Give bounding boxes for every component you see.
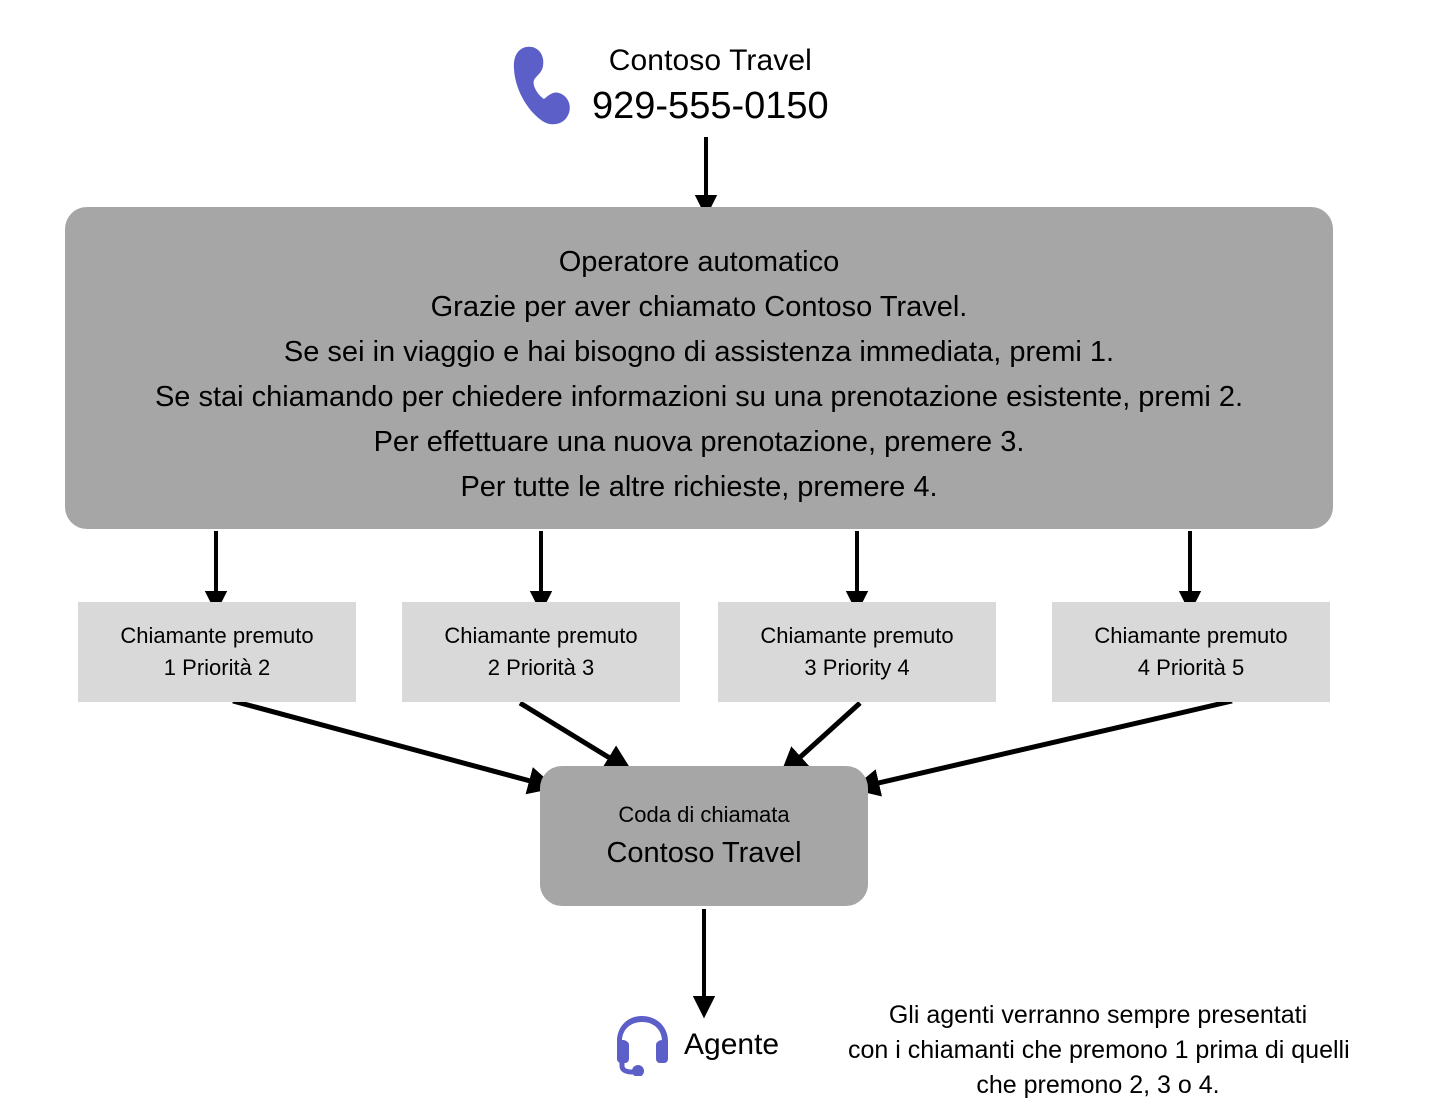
arrow-option-3-to-queue — [779, 701, 862, 776]
caller-node: Contoso Travel 929-555-0150 — [512, 38, 932, 148]
option-box-caller-pressed-2: Chiamante premuto 2 Priorità 3 — [402, 602, 680, 702]
auto-attendant-option-4: Per tutte le altre richieste, premere 4. — [460, 471, 938, 503]
option-box-label: Chiamante premuto — [444, 623, 638, 648]
option-box-priority: 3 Priority 4 — [804, 655, 910, 680]
auto-attendant-greeting: Grazie per aver chiamato Contoso Travel. — [430, 291, 968, 323]
auto-attendant-option-2: Se stai chiamando per chiedere informazi… — [154, 381, 1244, 413]
option-box-label: Chiamante premuto — [120, 623, 314, 648]
auto-attendant-text-group: Operatore automatico Grazie per aver chi… — [65, 207, 1333, 529]
call-queue-name: Contoso Travel — [606, 837, 802, 869]
arrow-option-2-to-queue — [518, 700, 633, 773]
option-box-priority: 2 Priorità 3 — [487, 655, 595, 680]
arrow-option-4-to-queue — [851, 698, 1233, 797]
option-box-label: Chiamante premuto — [1094, 623, 1288, 648]
auto-attendant-title: Operatore automatico — [558, 246, 840, 278]
footer-note-line-3: che premono 2, 3 o 4. — [976, 1071, 1220, 1099]
option-box-priority: 4 Priorità 5 — [1137, 655, 1245, 680]
option-box-label: Chiamante premuto — [760, 623, 954, 648]
footer-note-line-2: con i chiamanti che premono 1 prima di q… — [848, 1036, 1350, 1064]
option-box-caller-pressed-1: Chiamante premuto 1 Priorità 2 — [78, 602, 356, 702]
caller-text-group: Contoso Travel 929-555-0150 — [592, 38, 829, 127]
call-queue-label: Coda di chiamata — [618, 802, 790, 827]
option-box-priority: 1 Priorità 2 — [163, 655, 271, 680]
agent-node: Agente — [614, 1014, 779, 1076]
agent-label: Agente — [684, 1028, 780, 1061]
caller-name: Contoso Travel — [608, 44, 812, 77]
option-box-caller-pressed-3: Chiamante premuto 3 Priority 4 — [718, 602, 996, 702]
footer-note: Gli agenti verranno sempre presentati co… — [848, 998, 1350, 1103]
phone-icon — [513, 46, 570, 125]
auto-attendant-box — [65, 207, 1333, 529]
headset-icon — [617, 1016, 668, 1076]
footer-note-line-1: Gli agenti verranno sempre presentati — [888, 1001, 1308, 1029]
option-box-caller-pressed-4: Chiamante premuto 4 Priorità 5 — [1052, 602, 1330, 702]
auto-attendant-option-3: Per effettuare una nuova prenotazione, p… — [373, 426, 1025, 458]
call-queue-box: Coda di chiamata Contoso Travel — [540, 766, 868, 906]
caller-phone-number: 929-555-0150 — [592, 85, 829, 127]
auto-attendant-option-1: Se sei in viaggio e hai bisogno di assis… — [283, 336, 1115, 368]
arrow-option-1-to-queue — [232, 698, 557, 795]
